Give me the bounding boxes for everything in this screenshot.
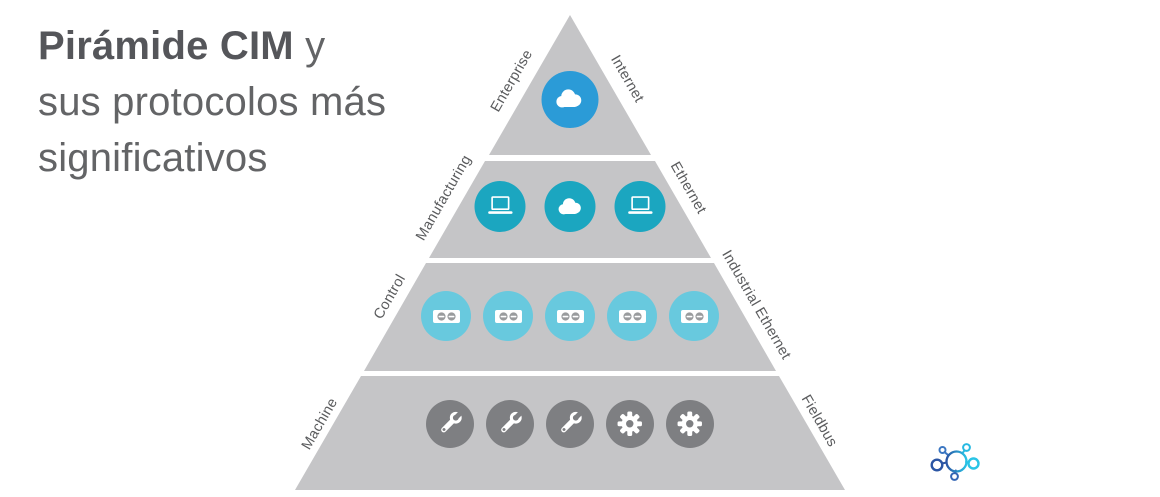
wrench-icon xyxy=(426,400,474,448)
node-top-left xyxy=(938,446,947,454)
icon-row-machine xyxy=(426,400,714,448)
title-suffix: y xyxy=(293,24,326,68)
hub-node xyxy=(945,450,968,473)
title-line1: Pirámide CIM y xyxy=(38,18,386,74)
socket-icon xyxy=(545,291,595,341)
cim-pyramid xyxy=(295,15,845,490)
socket-icon xyxy=(607,291,657,341)
node-right xyxy=(967,457,980,470)
laptop-icon xyxy=(614,181,666,232)
socket-icon xyxy=(483,291,533,341)
gear-icon xyxy=(606,400,654,448)
gear-icon xyxy=(666,400,714,448)
node-top-right xyxy=(962,443,971,452)
title-bold: Pirámide CIM xyxy=(38,24,294,68)
icon-row-enterprise xyxy=(541,71,599,128)
title-line2: sus protocolos más xyxy=(38,80,387,124)
laptop-icon xyxy=(474,181,526,232)
icon-row-control xyxy=(421,291,719,341)
title-line3: significativos xyxy=(38,136,268,180)
icon-row-manufacturing xyxy=(474,181,666,232)
wrench-icon xyxy=(486,400,534,448)
page-title: Pirámide CIM y sus protocolos más signif… xyxy=(38,18,386,186)
node-left xyxy=(930,458,944,472)
cloud-icon xyxy=(541,71,599,128)
socket-icon xyxy=(669,291,719,341)
socket-icon xyxy=(421,291,471,341)
wrench-icon xyxy=(546,400,594,448)
network-nodes-icon xyxy=(930,443,980,481)
node-bottom xyxy=(950,472,959,481)
cloud-icon xyxy=(544,181,596,232)
